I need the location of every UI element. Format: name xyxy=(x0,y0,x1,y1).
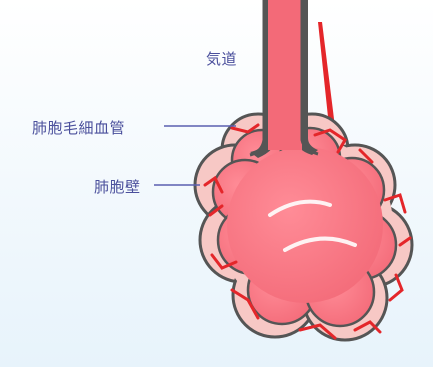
airway-lumen xyxy=(268,0,302,150)
capillary-label: 肺胞毛細血管 xyxy=(32,117,125,138)
alveolar-wall-label: 肺胞壁 xyxy=(94,176,141,197)
airway-label: 気道 xyxy=(206,48,237,69)
